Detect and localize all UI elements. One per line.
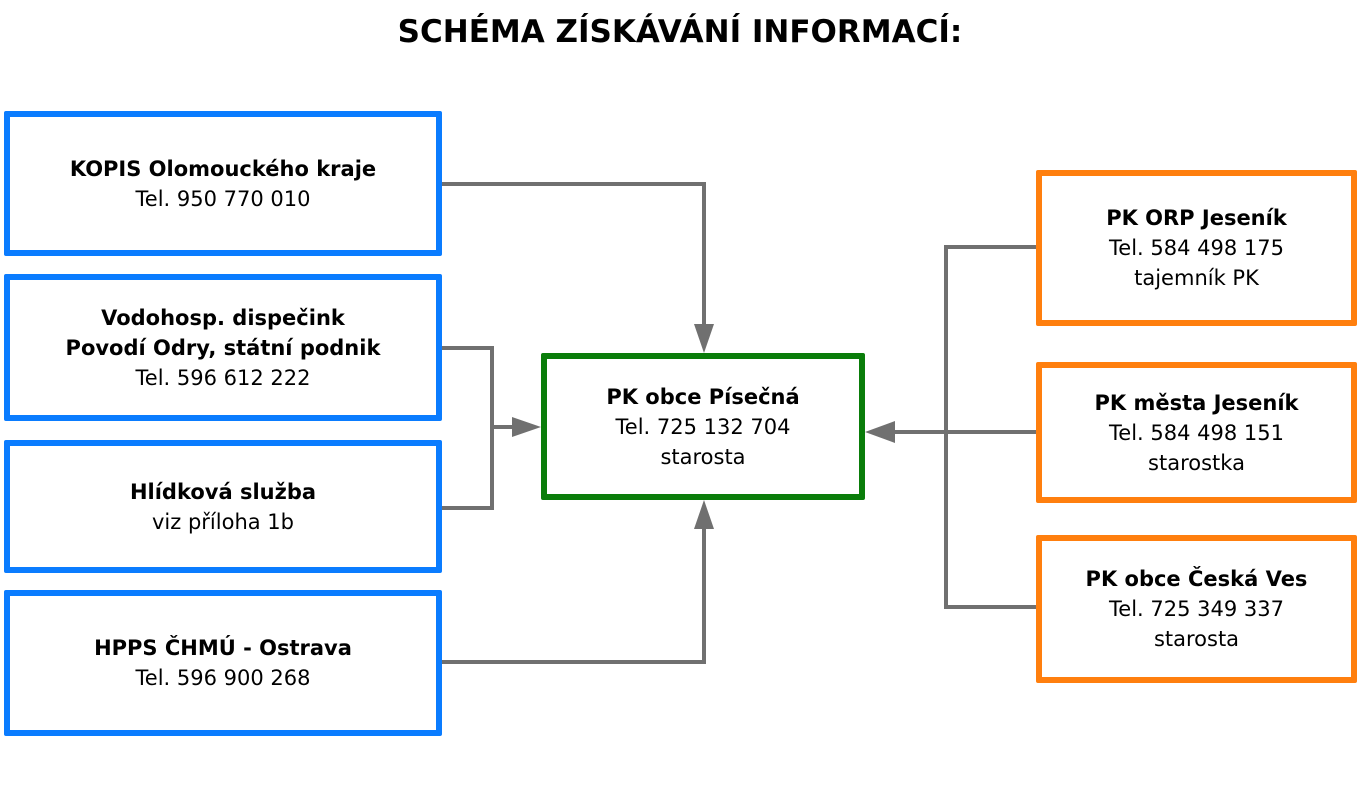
source-box-kopis: KOPIS Olomouckého kraje Tel. 950 770 010 [4, 111, 442, 256]
source-name: Hlídková služba [129, 479, 317, 504]
connector-hpps [442, 524, 706, 664]
neighbor-box-mesto-jesenik: PK města Jeseník Tel. 584 498 151 staros… [1036, 362, 1357, 503]
source-name: HPPS ČHMÚ - Ostrava [94, 636, 352, 660]
center-role: starosta [660, 444, 746, 469]
diagram-title: SCHÉMA ZÍSKÁVÁNÍ INFORMACÍ: [397, 14, 963, 50]
neighbor-name: PK města Jeseník [1094, 390, 1299, 415]
arrowhead-right [865, 421, 895, 443]
source-phone: Tel. 950 770 010 [135, 186, 311, 211]
neighbor-box-orp-jesenik: PK ORP Jeseník Tel. 584 498 175 tajemník… [1036, 170, 1357, 326]
neighbor-name: PK ORP Jeseník [1106, 206, 1287, 230]
connector-kopis [442, 182, 706, 330]
neighbor-phone: Tel. 725 349 337 [1109, 597, 1284, 621]
neighbor-role: starosta [1153, 627, 1240, 651]
center-name: PK obce Písečná [606, 384, 800, 409]
source-phone: Tel. 596 900 268 [135, 666, 311, 690]
source-name: Vodohosp. dispečink [101, 305, 345, 330]
neighbor-role: starostka [1148, 450, 1245, 475]
source-phone: Tel. 596 612 222 [135, 365, 311, 390]
connector-orp-jesenik [944, 245, 1036, 609]
connector-vodohosp [442, 346, 494, 510]
center-box-pisecna: PK obce Písečná Tel. 725 132 704 starost… [541, 353, 865, 500]
source-name: KOPIS Olomouckého kraje [69, 156, 377, 181]
neighbor-box-ceska-ves: PK obce Česká Ves Tel. 725 349 337 staro… [1036, 535, 1357, 683]
source-box-vodohosp: Vodohosp. dispečink Povodí Odry, státní … [4, 274, 442, 421]
neighbor-phone: Tel. 584 498 151 [1109, 420, 1284, 445]
source-note: viz příloha 1b [152, 509, 294, 534]
neighbor-name: PK obce Česká Ves [1085, 567, 1308, 591]
arrowhead-bottom [694, 500, 714, 529]
source-box-hlidkova-sluzba: Hlídková služba viz příloha 1b [4, 440, 442, 573]
source-name-line2: Povodí Odry, státní podnik [65, 335, 381, 360]
center-phone: Tel. 725 132 704 [615, 414, 791, 439]
source-box-hpps-chmu: HPPS ČHMÚ - Ostrava Tel. 596 900 268 [4, 590, 442, 736]
arrowhead-left [512, 417, 541, 437]
neighbor-role: tajemník PK [1134, 266, 1259, 290]
arrowhead-top [694, 324, 714, 353]
neighbor-phone: Tel. 584 498 175 [1109, 236, 1284, 260]
